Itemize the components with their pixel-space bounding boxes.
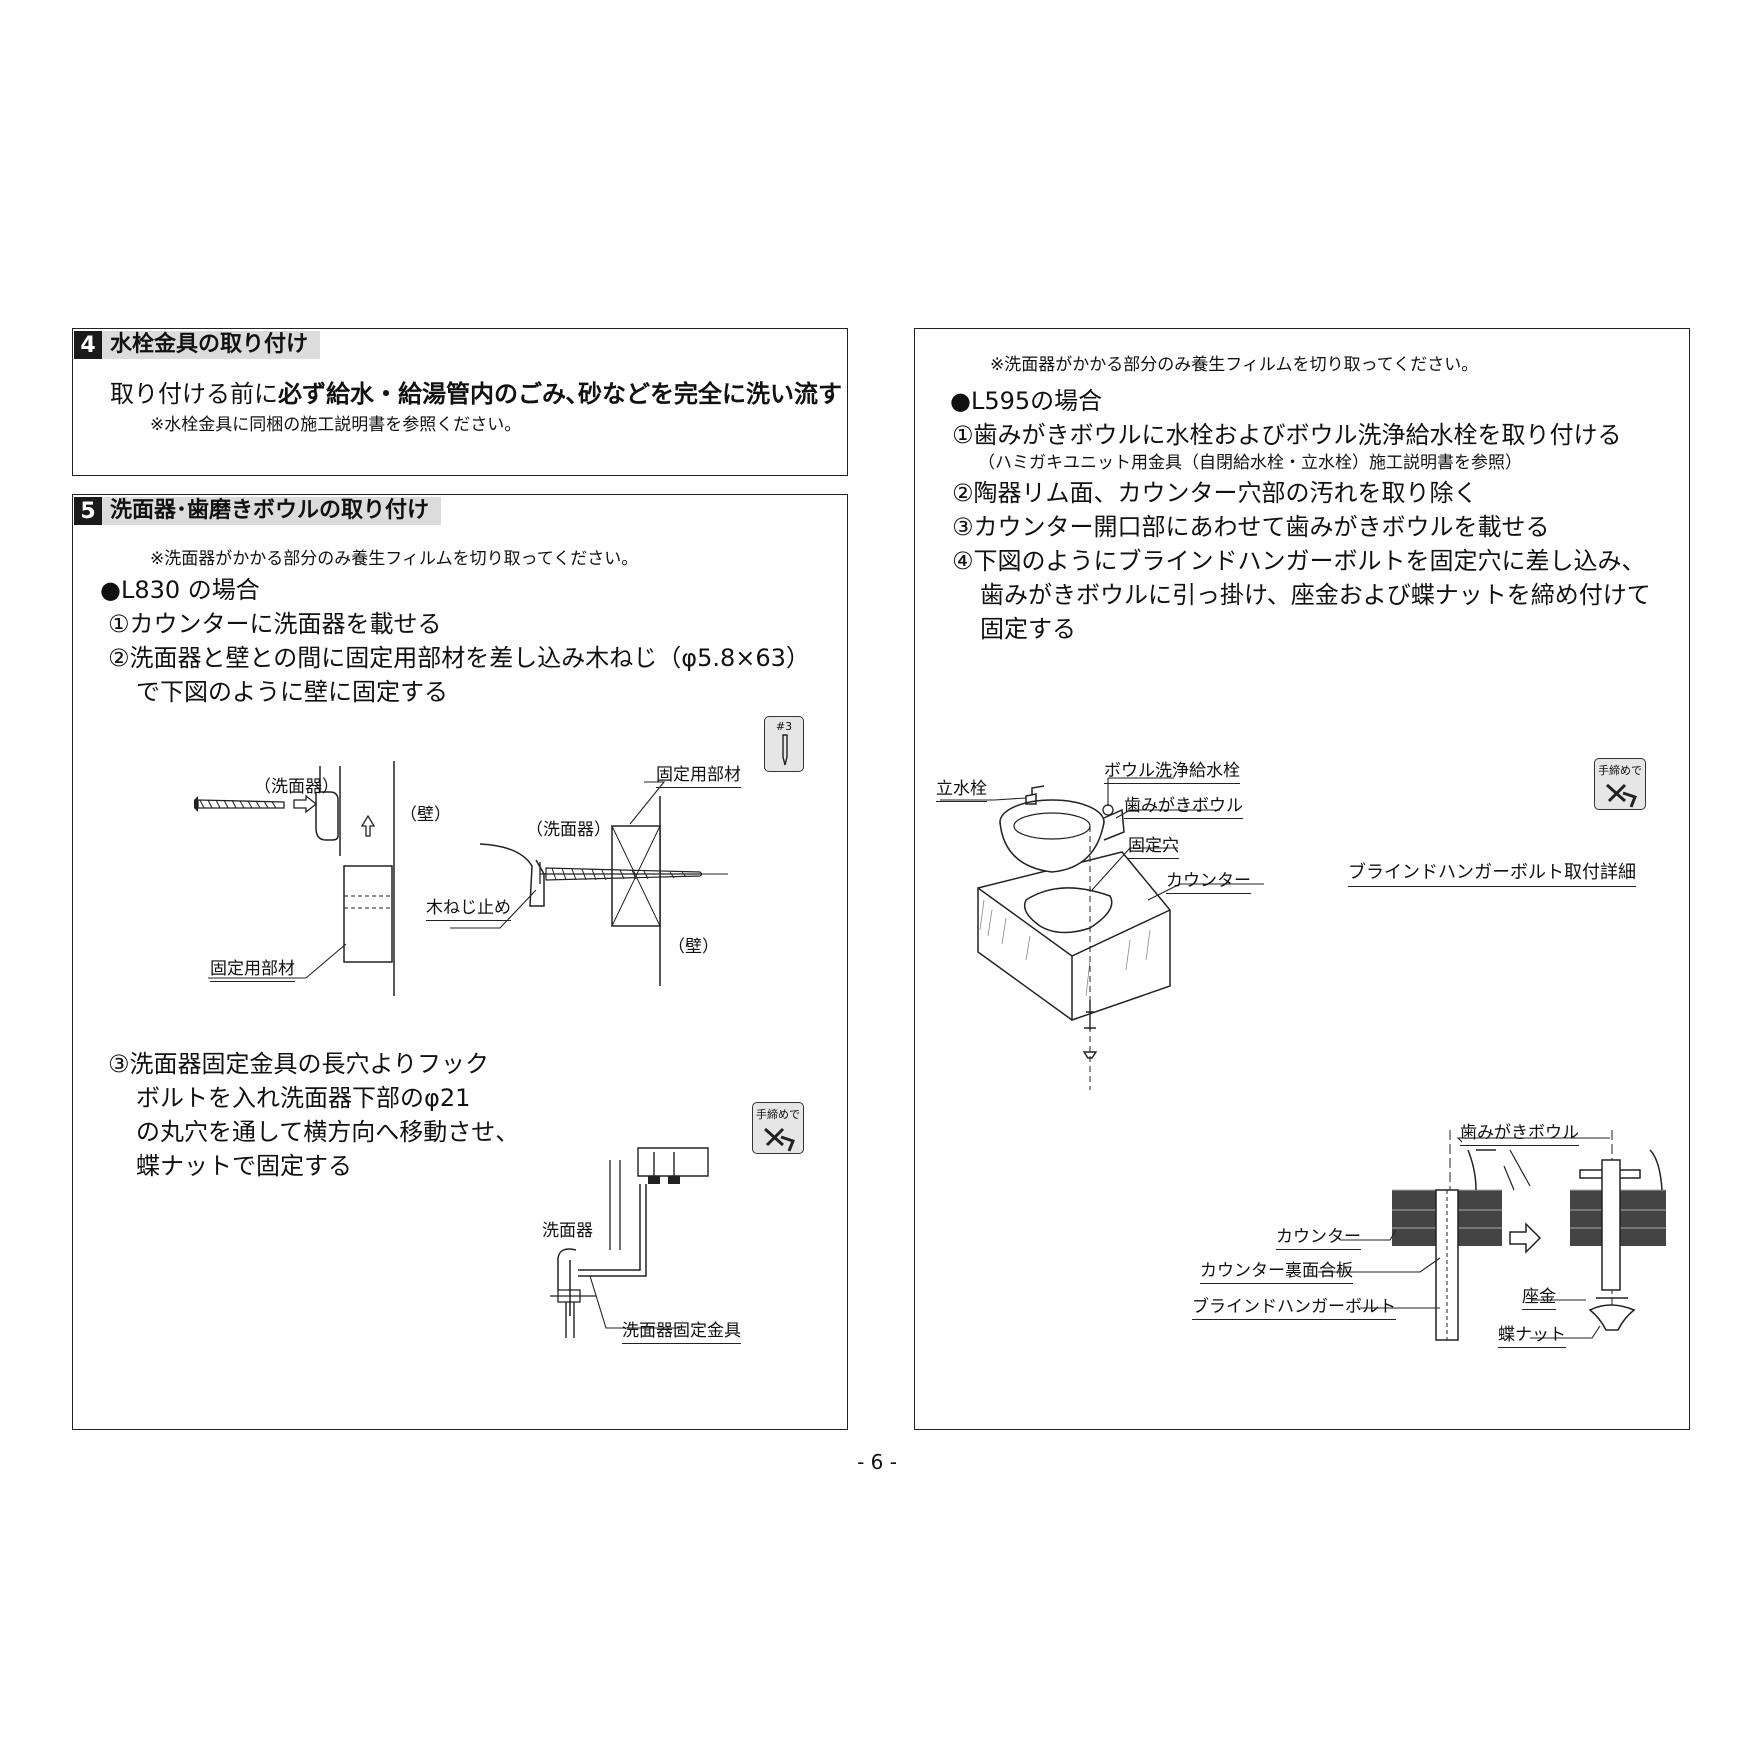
r-case: ●L595の場合 [950, 387, 1103, 415]
s4-instruction-pre: 取り付ける前に [110, 380, 278, 408]
label-blind-hanger-bolt: ブラインドハンガーボルト [1192, 1292, 1396, 1320]
hand-tighten-label: 手締めで [756, 1108, 800, 1121]
section-4-number: 4 [74, 331, 102, 359]
hand-tighten-icon-2: 手締めで [1594, 758, 1646, 810]
label-basin-bracket: 洗面器固定金具 [622, 1316, 741, 1344]
s5-step3d: 蝶ナットで固定する [136, 1152, 352, 1180]
s5-step3a: ③洗面器固定金具の長穴よりフック [108, 1050, 490, 1078]
section-5-heading: 5 洗面器･歯磨きボウルの取り付け [74, 496, 442, 526]
label-standing-faucet: 立水栓 [936, 774, 987, 802]
r-step1-note: （ハミガキユニット用金具（自閉給水栓・立水栓）施工説明書を参照） [978, 453, 1522, 473]
label-wall-2: （壁） [668, 937, 719, 957]
s4-instruction: 取り付ける前に必ず給水・給湯管内のごみ､砂などを完全に洗い流す [110, 377, 842, 411]
bracket-diagram [550, 1147, 709, 1338]
s5-step2a: ②洗面器と壁との間に固定用部材を差し込み木ねじ（φ5.8×63） [108, 644, 810, 672]
r-step1: ①歯みがきボウルに水栓およびボウル洗浄給水栓を取り付ける [952, 421, 1622, 449]
section-4-title: 水栓金具の取り付け [102, 331, 321, 359]
section-5-number: 5 [74, 497, 102, 525]
r-step4b: 歯みがきボウルに引っ掛け、座金および蝶ナットを締め付けて [980, 581, 1651, 609]
r-step2: ②陶器リム面、カウンター穴部の汚れを取り除く [952, 479, 1478, 507]
section-5-panel [72, 494, 848, 1430]
s5-note: ※洗面器がかかる部分のみ養生フィルムを切り取ってください。 [150, 549, 639, 569]
label-counter-1: カウンター [1166, 866, 1251, 894]
hand-tighten-icon: 手締めで [752, 1102, 804, 1154]
detail-title: ブラインドハンガーボルト取付詳細 [1348, 858, 1636, 887]
tool-size-label: #3 [775, 720, 793, 733]
wall-screw-diagram [194, 761, 728, 996]
label-washer: 座金 [1522, 1282, 1556, 1310]
label-screw-stop: 木ねじ止め [426, 893, 511, 921]
label-toothbrush-bowl-2: 歯みがきボウル [1460, 1118, 1579, 1146]
label-toothbrush-bowl: 歯みがきボウル [1124, 791, 1243, 819]
bowl-counter-diagram [940, 777, 1264, 1090]
bolt-detail-diagram [1318, 1130, 1666, 1341]
label-basin-1: （洗面器） [254, 777, 339, 797]
page-number: - 6 - [857, 1450, 897, 1474]
section-4-heading: 4 水栓金具の取り付け [74, 330, 321, 360]
label-fixing-member-1: 固定用部材 [210, 954, 295, 982]
r-step3: ③カウンター開口部にあわせて歯みがきボウルを載せる [952, 513, 1550, 541]
s4-instruction-bold: 必ず給水・給湯管内のごみ､砂などを完全に洗い流す [278, 380, 842, 408]
s5-case: ●L830 の場合 [100, 576, 260, 604]
r-step4a: ④下図のようにブラインドハンガーボルトを固定穴に差し込み、 [952, 547, 1646, 575]
label-basin-3: 洗面器 [542, 1221, 593, 1241]
label-basin-2: （洗面器） [526, 820, 611, 840]
label-counter-plywood: カウンター裏面合板 [1200, 1256, 1353, 1284]
label-bowl-wash-valve: ボウル洗浄給水栓 [1104, 756, 1240, 784]
label-wing-nut: 蝶ナット [1498, 1320, 1566, 1348]
hand-tighten-label-2: 手締めで [1598, 764, 1642, 777]
r-note: ※洗面器がかかる部分のみ養生フィルムを切り取ってください。 [990, 355, 1479, 375]
s5-step2b: で下図のように壁に固定する [136, 678, 448, 706]
label-fixing-member-2: 固定用部材 [656, 760, 741, 788]
screwdriver-no3-icon: #3 [764, 716, 804, 772]
s5-step3b: ボルトを入れ洗面器下部のφ21 [136, 1084, 471, 1112]
r-step4c: 固定する [980, 615, 1076, 643]
label-wall-1: （壁） [400, 805, 451, 825]
s5-step3c: の丸穴を通して横方向へ移動させ、 [136, 1118, 520, 1146]
s5-step1: ①カウンターに洗面器を載せる [108, 610, 442, 638]
wood-screw-left [194, 796, 285, 812]
label-counter-2: カウンター [1276, 1222, 1361, 1250]
s4-note: ※水栓金具に同梱の施工説明書を参照ください。 [150, 415, 522, 435]
label-fix-hole: 固定穴 [1128, 831, 1179, 859]
section-5-title: 洗面器･歯磨きボウルの取り付け [102, 497, 442, 525]
